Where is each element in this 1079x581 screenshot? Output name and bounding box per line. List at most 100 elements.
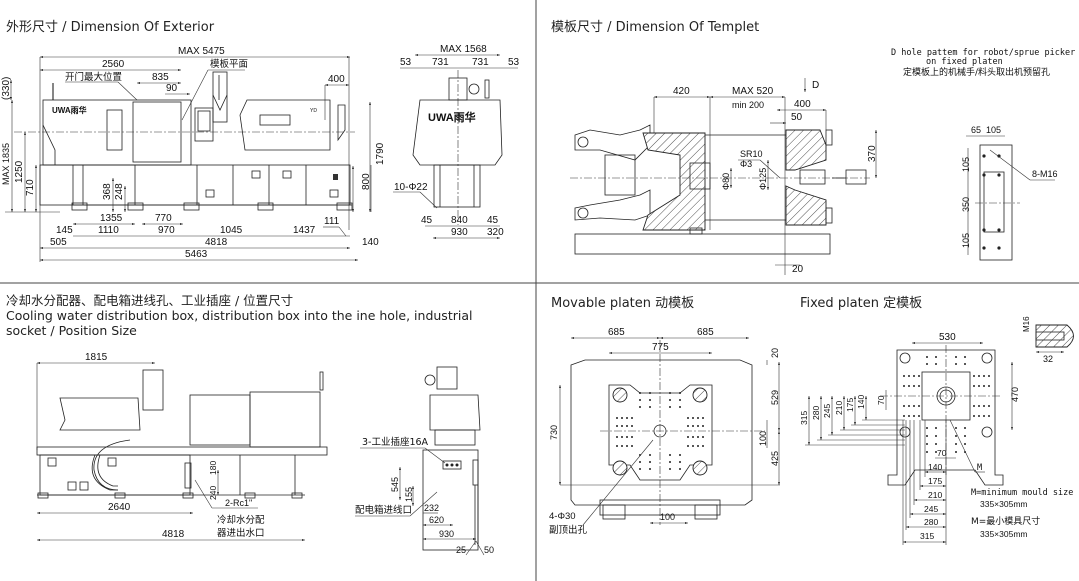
dim-400: 400 <box>328 74 345 85</box>
templet-section-view: 420 MAX 520 min 200 D 400 50 <box>570 78 878 275</box>
ejector-holes-label: 副顶出孔 <box>549 524 588 536</box>
dim-1437: 1437 <box>293 225 316 236</box>
dim-155: 155 <box>404 487 414 502</box>
dim-v-315: 315 <box>799 411 809 425</box>
cooling-outlet-label-1: 冷却水分配 <box>217 514 265 526</box>
dim-b-245: 245 <box>924 504 938 514</box>
note-cn: M=最小模具尺寸 <box>971 515 1040 527</box>
movable-platen-section <box>642 132 706 231</box>
phi3-label: Φ3 <box>740 159 752 169</box>
dim-685-left: 685 <box>608 327 625 338</box>
templet-title: 模板尺寸 / Dimension Of Templet <box>551 20 760 35</box>
m16-holes-label: 8-M16 <box>1032 169 1058 179</box>
dim-930: 930 <box>451 227 468 238</box>
dim-4818: 4818 <box>205 237 228 248</box>
fixed-platen-face <box>887 349 1004 486</box>
dim-731-right: 731 <box>472 57 489 68</box>
dim-232: 232 <box>424 503 439 513</box>
dim-45-right: 45 <box>487 215 499 226</box>
dim-248: 248 <box>114 183 125 200</box>
dim-53-right: 53 <box>508 57 520 68</box>
dim-320: 320 <box>487 227 504 238</box>
dim-v-140: 140 <box>856 395 866 409</box>
position-title-en-1: Cooling water distribution box, distribu… <box>6 308 473 323</box>
dim-105-v-bottom: 105 <box>961 233 971 248</box>
dim-420: 420 <box>673 86 690 97</box>
dim-505: 505 <box>50 237 67 248</box>
dim-730: 730 <box>549 425 559 440</box>
dim-140: 140 <box>362 237 379 248</box>
exterior-title: 外形尺寸 / Dimension Of Exterior <box>6 20 215 35</box>
dim-330: (330) <box>1 77 12 100</box>
dim-v-245: 245 <box>822 404 832 418</box>
dim-1815: 1815 <box>85 352 108 363</box>
dim-25: 25 <box>456 545 466 555</box>
brand-logo-end: UWA雨华 <box>428 110 476 124</box>
dim-620: 620 <box>429 515 444 525</box>
dim-53-left: 53 <box>400 57 412 68</box>
dim-529: 529 <box>770 390 780 405</box>
dim-max-5475: MAX 5475 <box>178 46 225 57</box>
m16-label: M16 <box>1022 316 1031 332</box>
dim-min-200: min 200 <box>732 100 764 110</box>
label-platen-plane: 模板平面 <box>210 58 248 70</box>
dim-470: 470 <box>1010 387 1020 402</box>
movable-platen-view: 685 685 775 <box>549 327 780 536</box>
dim-370: 370 <box>867 145 878 162</box>
dim-1355: 1355 <box>100 213 123 224</box>
dim-545: 545 <box>390 477 400 492</box>
dim-685-right: 685 <box>697 327 714 338</box>
dim-4818-position: 4818 <box>162 529 185 540</box>
holes-4-phi30: 4-Φ30 <box>549 511 576 522</box>
position-title: 冷却水分配器、配电箱进线孔、工业插座 / 位置尺寸 Cooling water … <box>6 293 472 338</box>
dim-max-1835: MAX 1835 <box>1 143 11 185</box>
dim-5463: 5463 <box>185 249 208 260</box>
dim-775: 775 <box>652 342 669 353</box>
movable-title: Movable platen 动模板 <box>551 296 695 311</box>
m16-detail <box>1035 324 1074 348</box>
exterior-side-view: MAX 5475 2560 开门最大位置 模板平面 835 90 400 (33… <box>1 46 386 262</box>
dim-731-left: 731 <box>432 57 449 68</box>
dim-145: 145 <box>56 225 73 236</box>
dim-2560: 2560 <box>102 59 125 70</box>
dim-1045: 1045 <box>220 225 243 236</box>
dim-b-210: 210 <box>928 490 942 500</box>
dim-1790: 1790 <box>375 142 386 165</box>
dim-20-movable: 20 <box>770 348 780 358</box>
clamp-unit-cover <box>239 99 331 151</box>
dim-v-210: 210 <box>834 401 844 415</box>
phi125-label: Φ125 <box>758 168 768 190</box>
power-inlet-label: 配电箱进线口 <box>355 504 412 516</box>
dim-50: 50 <box>791 112 803 123</box>
dim-90: 90 <box>166 83 178 94</box>
dim-105-v-top: 105 <box>961 157 971 172</box>
dim-45-left: 45 <box>421 215 433 226</box>
hopper <box>212 71 228 123</box>
note-en-value: 335×305mm <box>980 499 1028 509</box>
dim-105-h: 105 <box>986 125 1001 135</box>
note-cn-value: 335×305mm <box>980 529 1028 539</box>
dim-max-1568: MAX 1568 <box>440 44 487 55</box>
dim-20: 20 <box>792 264 804 275</box>
dim-710: 710 <box>25 179 36 196</box>
fixed-platen-section-bottom <box>785 185 827 226</box>
sr10-label: SR10 <box>740 149 763 159</box>
cooling-manifold <box>184 462 192 489</box>
dim-425: 425 <box>770 451 780 466</box>
dim-100-h: 100 <box>660 512 675 522</box>
note-en: M=minimum mould size <box>971 488 1073 498</box>
position-title-en-2: socket / Position Size <box>6 323 137 338</box>
exterior-end-view: MAX 1568 53 731 731 53 UWA雨华 10-Φ22 45 8… <box>393 44 520 239</box>
model-label: YD <box>310 108 317 114</box>
dim-835: 835 <box>152 72 169 83</box>
label-door-max: 开门最大位置 <box>65 71 122 83</box>
socket-label: 3-工业插座16A <box>362 436 429 448</box>
d-hole-title-1: D hole pattem for robot/sprue picker <box>891 48 1075 58</box>
dim-368: 368 <box>102 183 113 200</box>
dim-970: 970 <box>158 225 175 236</box>
fixed-platen-section-top <box>785 129 827 171</box>
dim-b-280: 280 <box>924 517 938 527</box>
hopper-position <box>142 369 164 411</box>
tapped-hole-grid <box>616 392 704 470</box>
position-side-view: 1815 240 180 2-Rc1" 冷却水分配 器进出水口 2640 <box>36 352 328 541</box>
